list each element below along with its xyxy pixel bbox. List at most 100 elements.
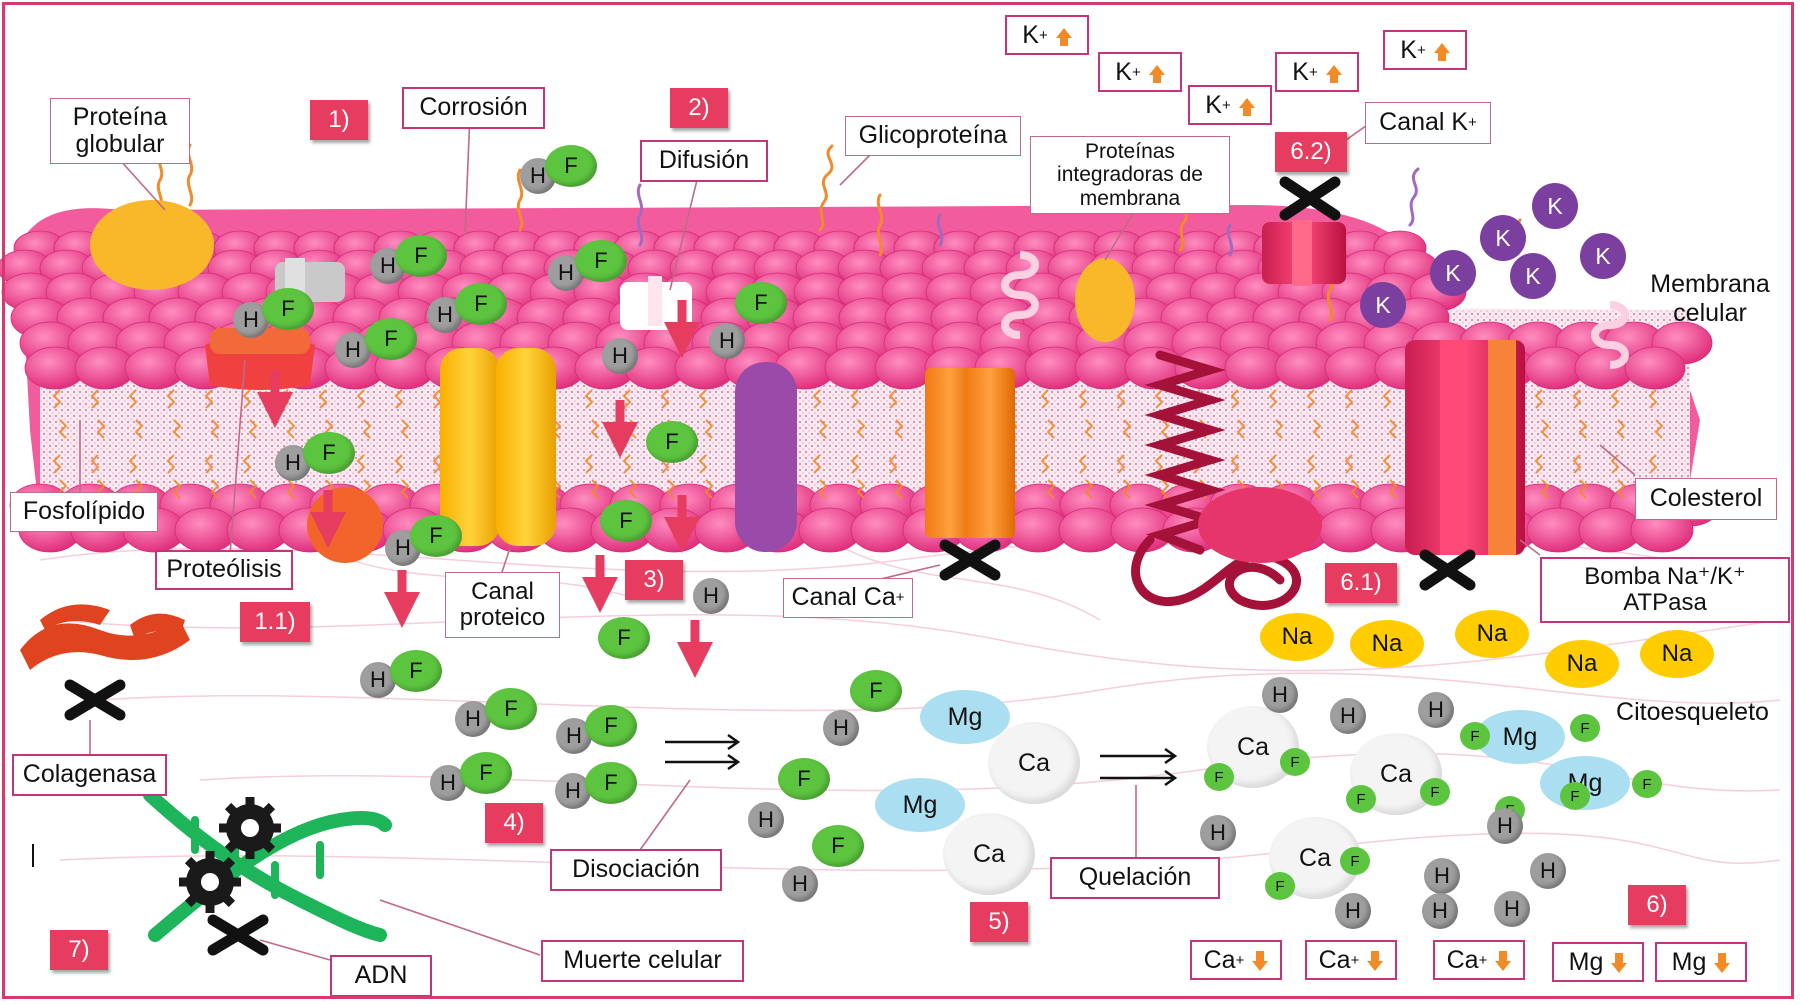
gear-tooth [224,802,240,818]
lipid-tail [128,389,138,409]
hydrogen-atom: H [1262,677,1298,713]
lipid-tail [242,389,252,409]
fluoride-ion: F [585,762,637,804]
label-corrosion: Corrosión [402,87,545,129]
ion-k-symbol: K [1022,20,1039,49]
arrow-down-icon [1252,951,1269,971]
hydrogen-atom: H [709,323,745,359]
fluoride-ion: F [646,421,698,463]
potassium-ion: K [1480,215,1526,261]
magnesium-chelate: Mg [1475,710,1565,764]
lipid-tail [1534,389,1544,409]
hydrogen-atom: H [1335,893,1371,929]
lipid-tail [134,419,144,439]
calcium-ion: Ca [988,722,1080,804]
lipid-tail [1274,419,1284,439]
lipid-tail [1350,479,1360,499]
purple-integral-protein [735,362,797,552]
calcium-channel [925,368,1015,538]
lipid-tail [1616,479,1626,499]
fluoride-ion: F [585,705,637,747]
lipid-tail [850,454,860,474]
lipid-tail [1382,454,1392,474]
lipid-tail [660,389,670,409]
arrow-up-icon [1148,65,1165,83]
lipid-tail [1610,389,1620,409]
label-potassium-channel: Canal K+ [1365,102,1491,144]
fluoride-ion: F [460,752,512,794]
lipid-tail [1572,454,1582,474]
fluoride-ion: F [395,235,447,277]
lipid-tail [628,479,638,499]
lipid-tail [1154,389,1164,409]
arrow-down-icon [1495,951,1512,971]
lipid-tail [1236,419,1246,439]
lipid-tail [356,389,366,409]
label-collagenase: Colagenasa [12,754,167,796]
potassium-channel [1262,220,1346,286]
lipid-tail [1306,389,1316,409]
lipid-tail [1122,419,1132,439]
lipid-tail [1116,389,1126,409]
lipid-tail [432,389,442,409]
potassium-ion: K [1580,233,1626,279]
step-5: 5) [970,902,1028,942]
lipid-tail [584,389,594,409]
ion-k-increase: K+ [1098,52,1182,92]
ion-k-increase: K+ [1275,52,1359,92]
fluoride-ion: F [1265,872,1295,900]
lipid-tail [248,419,258,439]
lipid-tail [1540,479,1550,499]
lipid-tail [1230,454,1240,474]
separator-mark: | [29,840,37,868]
fluoride-ion: F [1204,763,1234,791]
lipid-tail [666,479,676,499]
lipid-tail [172,419,182,439]
lipid-tail [1306,454,1316,474]
lipid-tail [818,479,828,499]
label-cytoskeleton: Citoesqueleto [1616,698,1769,726]
lipid-tail [1648,389,1658,409]
label-dna: ADN [330,955,432,997]
plus-superscript: + [1478,951,1488,969]
lipid-tail [704,479,714,499]
lipid-tail [888,389,898,409]
sodium-ion: Na [1260,613,1334,661]
ion-k-increase: K+ [1188,85,1272,125]
ion-ca-symbol: Ca [1318,945,1351,974]
ion-k-increase: K+ [1383,30,1467,70]
label-globular-protein: Proteína globular [50,98,190,164]
lipid-tail [1084,419,1094,439]
gear-icons [179,797,281,913]
sodium-ion: Na [1640,630,1714,678]
lipid-tail [394,389,404,409]
ion-k-increase: K+ [1005,15,1089,55]
lipid-tail [52,389,62,409]
hydrogen-atom: H [748,802,784,838]
na-k-pump [1405,340,1525,555]
lipid-tail [1382,389,1392,409]
gear-tooth [184,892,200,908]
lipid-tail [888,454,898,474]
sodium-ion: Na [1455,610,1529,658]
lipid-tail [818,419,828,439]
lipid-tail [1388,479,1398,499]
step-7: 7) [50,930,108,970]
hydrogen-atom: H [548,255,584,291]
arrow-up-icon [1325,65,1342,83]
plus-superscript: + [1468,113,1477,131]
fluoride-ion: F [850,670,902,712]
lipid-tail [850,389,860,409]
fluoride-ion: F [1460,722,1490,750]
plus-superscript: + [1221,96,1231,114]
label-proteolysis: Proteólisis [155,550,293,590]
ion-mg-symbol: Mg [1671,947,1707,976]
lipid-tail [622,454,632,474]
fluoride-ion: F [485,688,537,730]
protein-channel-yellow [440,348,556,546]
potassium-ion: K [1532,183,1578,229]
lipid-tail [1160,479,1170,499]
lipid-tail [52,454,62,474]
hydrogen-atom: H [1487,808,1523,844]
sodium-ion: Na [1545,640,1619,688]
